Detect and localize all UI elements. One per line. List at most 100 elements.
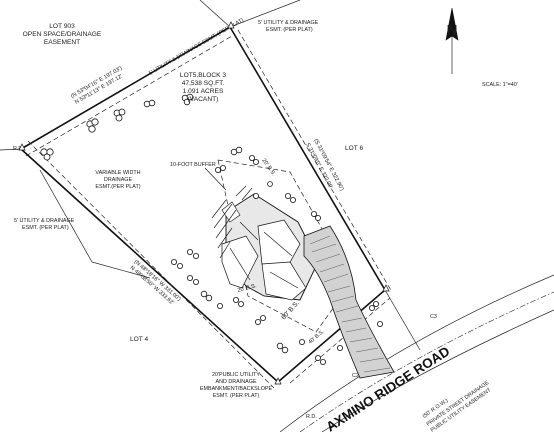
property-boundary bbox=[20, 26, 386, 383]
tree bbox=[40, 148, 54, 161]
lot-903-label: LOT 903 OPEN SPACE/DRAINAGE EASEMENT bbox=[23, 23, 102, 46]
tree bbox=[336, 344, 343, 351]
svg-text:PRIVATE STREET DRAINAGE: PRIVATE STREET DRAINAGE bbox=[426, 380, 491, 428]
svg-text:OPEN SPACE/DRAINAGE: OPEN SPACE/DRAINAGE bbox=[23, 31, 102, 38]
tree bbox=[298, 338, 305, 345]
house-bay bbox=[221, 201, 241, 223]
drainage-easement-leader bbox=[39, 169, 93, 263]
tree bbox=[181, 93, 194, 106]
tree bbox=[314, 354, 326, 365]
svg-text:DRAINAGE: DRAINAGE bbox=[104, 177, 133, 183]
roof-ridge bbox=[263, 231, 293, 257]
curve-c3-label: C3 bbox=[430, 314, 437, 320]
svg-text:(N 48º18'16" W 331.00'): (N 48º18'16" W 331.00') bbox=[133, 258, 183, 303]
svg-text:VARIABLE WIDTH: VARIABLE WIDTH bbox=[95, 170, 140, 176]
tree bbox=[113, 108, 126, 122]
lot-6-label: LOT 6 bbox=[345, 145, 364, 152]
roof-ridge bbox=[239, 221, 259, 241]
svg-text:5' UTILITY & DRAINAGE: 5' UTILITY & DRAINAGE bbox=[14, 218, 75, 224]
tree bbox=[254, 314, 266, 325]
trees bbox=[40, 93, 383, 365]
svg-text:ESMT. (PER PLAT): ESMT. (PER PLAT) bbox=[213, 393, 260, 399]
buffer-leader bbox=[204, 167, 227, 191]
rd-bottom-label: R.D. bbox=[306, 414, 317, 420]
right-of-way-labels: (50' R.O.W.) PRIVATE STREET DRAINAGE PUB… bbox=[422, 380, 493, 432]
north-property-line bbox=[20, 26, 231, 150]
north-arrow-icon: N bbox=[445, 7, 459, 74]
bottom-embankment-easement-label: 20'PUBLIC UTILITY AND DRAINAGE EMBANKMEN… bbox=[200, 372, 273, 399]
west-property-line bbox=[20, 148, 279, 383]
driveway-hatching bbox=[309, 235, 391, 373]
adjacent-lot-line bbox=[199, 0, 231, 28]
svg-text:ESMT. (PER PLAT): ESMT. (PER PLAT) bbox=[22, 225, 69, 231]
tree bbox=[284, 192, 296, 203]
left-utility-easement-label: 5' UTILITY & DRAINAGE ESMT. (PER PLAT) bbox=[14, 218, 75, 231]
south-property-line bbox=[277, 289, 386, 383]
svg-text:ESMT. (PER PLAT): ESMT. (PER PLAT) bbox=[266, 27, 313, 33]
curve-c2-label: C2 bbox=[352, 373, 359, 379]
tree bbox=[214, 164, 226, 173]
variable-drainage-easement-label: VARIABLE WIDTH DRAINAGE ESMT.(PER PLAT) bbox=[95, 170, 140, 190]
drainage-easement-line bbox=[91, 261, 151, 279]
west-easement-line bbox=[27, 140, 275, 389]
top-utility-easement-label: 5' UTILITY & DRAINAGE ESMT. (PER PLAT) bbox=[258, 20, 319, 33]
driveway-surface bbox=[303, 225, 395, 379]
roof-ridge bbox=[229, 247, 251, 281]
tree bbox=[200, 290, 213, 302]
lot-4-label: LOT 4 bbox=[130, 336, 149, 343]
east-easement-line bbox=[237, 29, 393, 293]
svg-text:47,538 SQ.FT.: 47,538 SQ.FT. bbox=[182, 80, 225, 87]
svg-text:1.091 ACRES: 1.091 ACRES bbox=[183, 88, 224, 95]
svg-text:ESMT.(PER PLAT): ESMT.(PER PLAT) bbox=[95, 184, 140, 190]
road-right-of-way bbox=[279, 274, 554, 432]
house-roof-section bbox=[261, 261, 307, 301]
svg-text:LOT5,BLOCK 3: LOT5,BLOCK 3 bbox=[180, 72, 227, 79]
west-line-bearings: (N 48º18'16" W 331.00') N 48º08'50" W 33… bbox=[129, 258, 183, 306]
tree bbox=[170, 258, 183, 269]
tree bbox=[252, 192, 259, 199]
tree bbox=[86, 118, 99, 133]
rd-left-label: R.D. bbox=[13, 146, 24, 152]
svg-text:EASEMENT: EASEMENT bbox=[44, 39, 80, 46]
road-edge-lower bbox=[321, 309, 554, 432]
scale-label: SCALE: 1"=40' bbox=[482, 82, 518, 88]
driveway bbox=[303, 225, 395, 379]
buffer-hatching bbox=[211, 185, 253, 259]
svg-text:N 48º08'50" W 333.62': N 48º08'50" W 333.62' bbox=[129, 264, 176, 306]
buffer-label: 10-FOOT BUFFER bbox=[170, 162, 216, 168]
north-arrow-letter: N bbox=[447, 22, 458, 39]
road-edge-upper bbox=[279, 274, 554, 432]
adjacent-lot-line bbox=[384, 289, 421, 351]
setback-20-top: 20' B.S. bbox=[260, 158, 276, 178]
tree bbox=[186, 248, 199, 259]
east-property-line bbox=[229, 26, 386, 291]
south-easement-line bbox=[289, 297, 391, 384]
svg-text:20'PUBLIC UTILITY: 20'PUBLIC UTILITY bbox=[212, 372, 260, 378]
tree bbox=[216, 302, 223, 309]
tree bbox=[267, 181, 273, 187]
tree bbox=[368, 300, 379, 311]
tree bbox=[310, 210, 321, 221]
adjacent-lot-line bbox=[229, 0, 301, 28]
tree bbox=[186, 274, 199, 285]
svg-text:(VACANT): (VACANT) bbox=[188, 96, 219, 103]
tree bbox=[376, 320, 383, 327]
house-roof-section bbox=[257, 219, 301, 267]
tree bbox=[232, 296, 244, 307]
tree bbox=[143, 99, 156, 108]
roof-ridge bbox=[269, 271, 299, 289]
survey-markers bbox=[18, 21, 390, 385]
road-centerline bbox=[299, 291, 554, 432]
tree bbox=[276, 342, 289, 354]
setback-20-left: 20' B.S. bbox=[237, 283, 258, 294]
svg-text:EMBANKMENT/BACKSLOPE: EMBANKMENT/BACKSLOPE bbox=[200, 386, 273, 392]
adjacent-lot-line bbox=[0, 148, 22, 151]
svg-text:AND DRAINAGE: AND DRAINAGE bbox=[215, 379, 256, 385]
lot-5-label: LOT5,BLOCK 3 47,538 SQ.FT. 1.091 ACRES (… bbox=[180, 72, 227, 103]
tree bbox=[248, 154, 259, 165]
house-footprint bbox=[221, 193, 319, 301]
svg-text:LOT 903: LOT 903 bbox=[49, 23, 75, 30]
north-line-bearings: (N 53º04'16" E 197.03') N 53º11'13" E 19… bbox=[70, 65, 124, 106]
